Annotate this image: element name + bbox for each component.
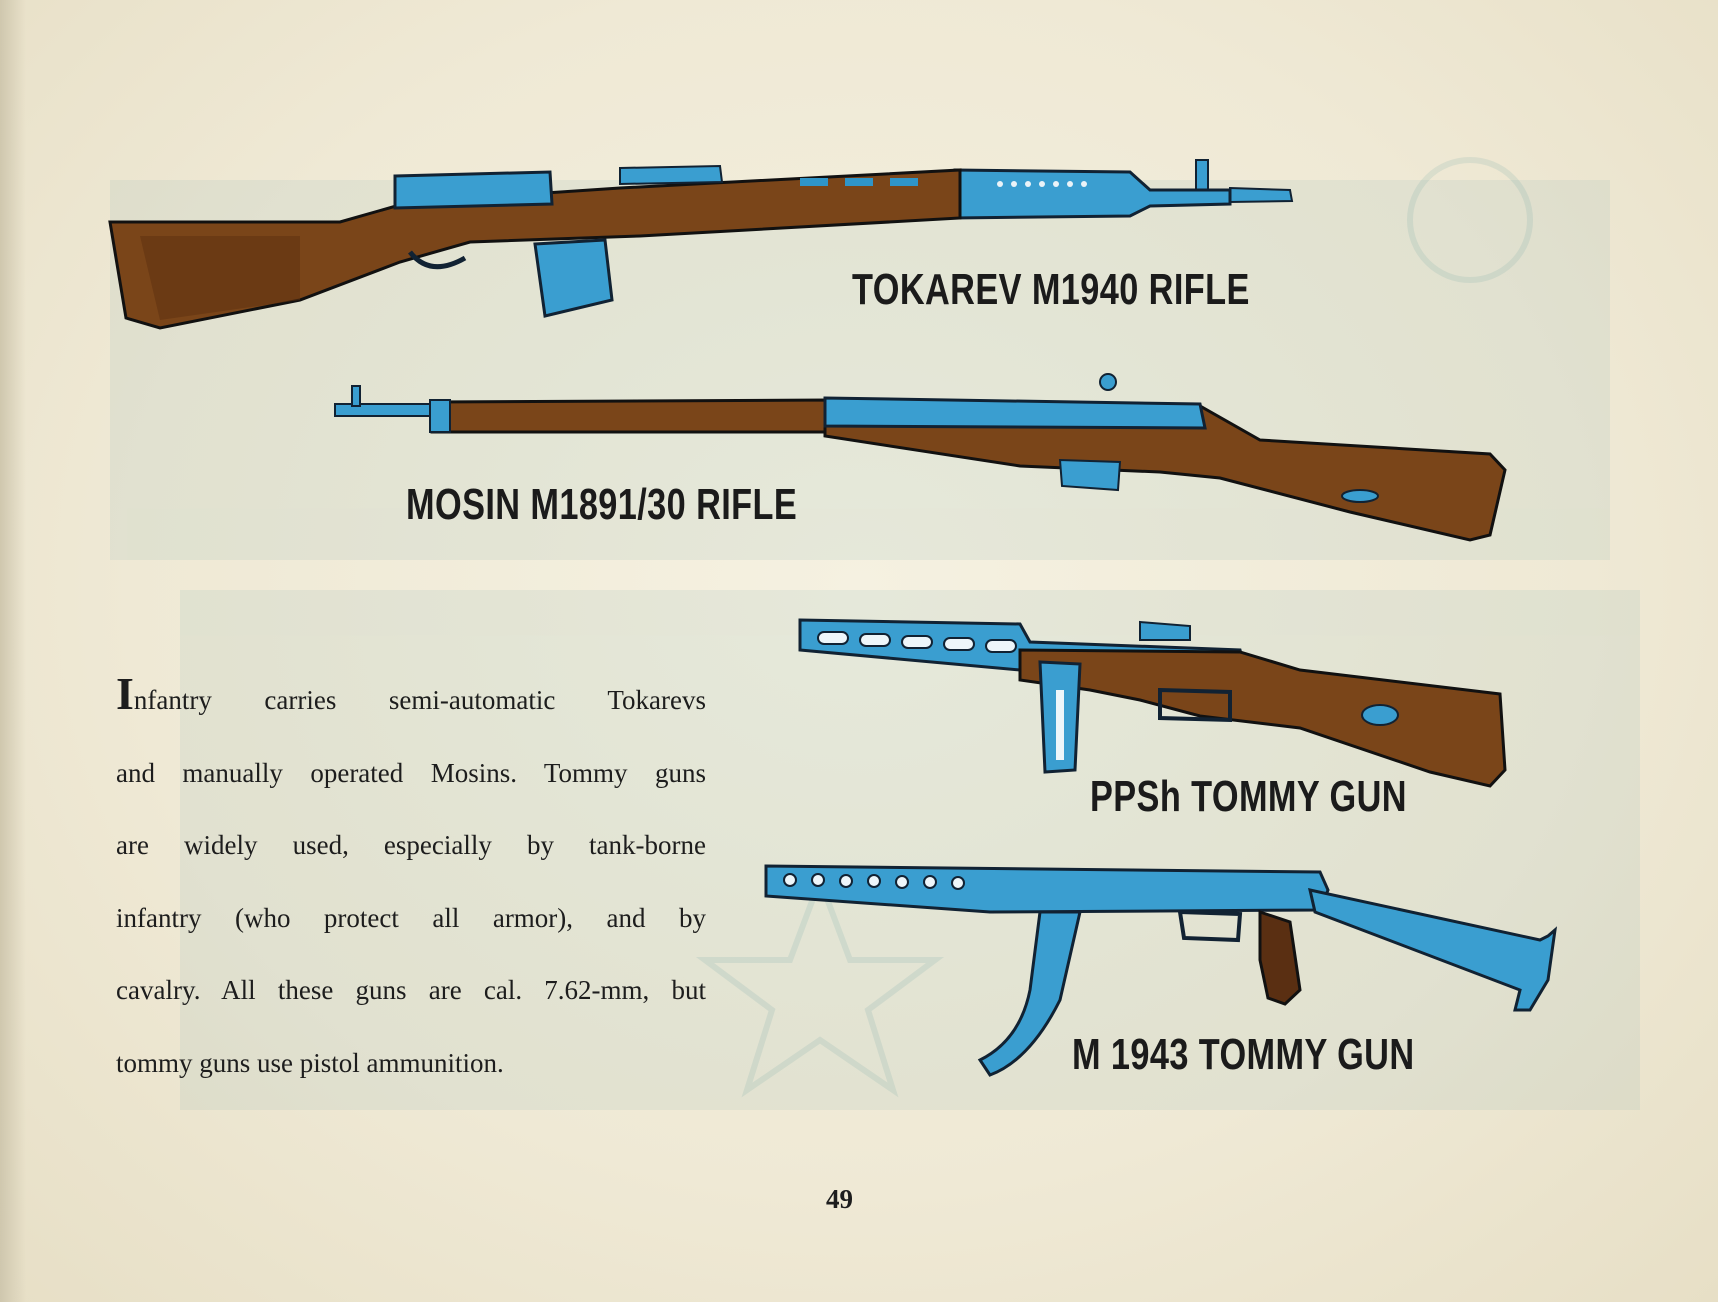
page-number: 49: [826, 1184, 853, 1214]
body-line-text: nfantry carries semi-automatic Tokarevs: [133, 685, 706, 715]
body-line: and manually operated Mosins. Tommy guns: [116, 757, 706, 788]
mosin-rifle-label: MOSIN M1891/30 RIFLE: [406, 480, 798, 529]
tokarev-rifle-label: TOKAREV M1940 RIFLE: [852, 265, 1250, 314]
page-gutter-shadow: [0, 0, 26, 1302]
body-line: cavalry. All these guns are cal. 7.62-mm…: [116, 975, 706, 1005]
body-line: are widely used, especially by tank-born…: [116, 830, 706, 860]
body-line: Infantry carries semi-automatic Tokarevs: [116, 664, 706, 737]
body-line: tommy guns use pistol ammunition.: [116, 1047, 504, 1078]
body-paragraph: Infantry carries semi-automatic Tokarevs…: [116, 664, 706, 1099]
m1943-tommy-gun-label: M 1943 TOMMY GUN: [1072, 1030, 1415, 1079]
drop-cap: I: [116, 668, 134, 719]
ppsh-tommy-gun-label: PPSh TOMMY GUN: [1090, 772, 1407, 821]
body-line: infantry (who protect all armor), and by: [116, 902, 706, 933]
